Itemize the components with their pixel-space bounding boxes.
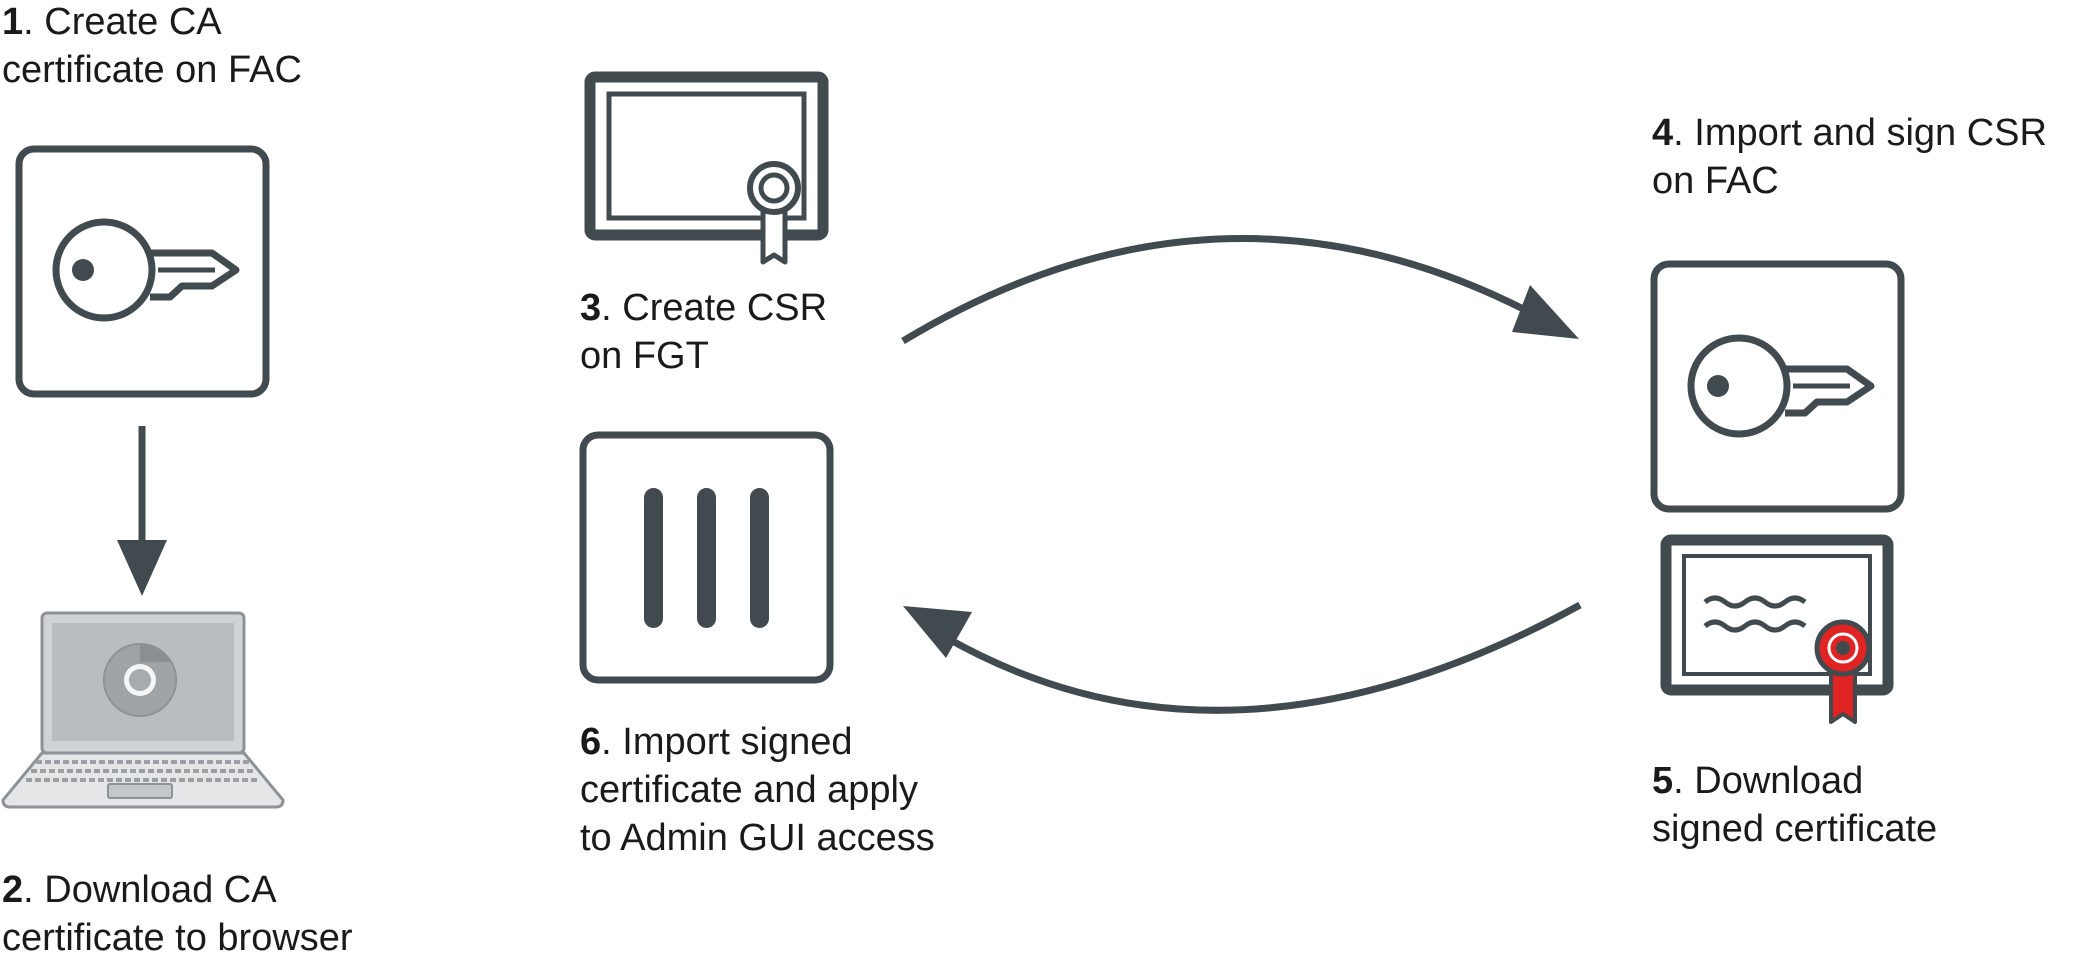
step-4-label: 4. Import and sign CSR on FAC (1652, 112, 2058, 202)
step-1-label: 1. Create CA certificate on FAC (2, 1, 302, 91)
arrow-step1-to-step2 (117, 426, 167, 596)
step-3-label: 3. Create CSR on FGT (580, 287, 838, 377)
arrow-step3-to-step4 (901, 235, 1579, 344)
signed-certificate-icon (1660, 534, 1894, 724)
step-5-label: 5. Download signed certificate (1652, 760, 1937, 850)
step-6-label: 6. Import signed certificate and apply t… (580, 721, 935, 859)
key-icon (15, 145, 270, 398)
fortigate-appliance-icon (579, 431, 834, 684)
arrow-step5-to-step6 (903, 601, 1582, 714)
key-icon (1650, 260, 1905, 513)
laptop-browser-icon (1, 611, 285, 809)
step-2-label: 2. Download CA certificate to browser (2, 869, 353, 959)
certificate-icon (584, 71, 829, 265)
